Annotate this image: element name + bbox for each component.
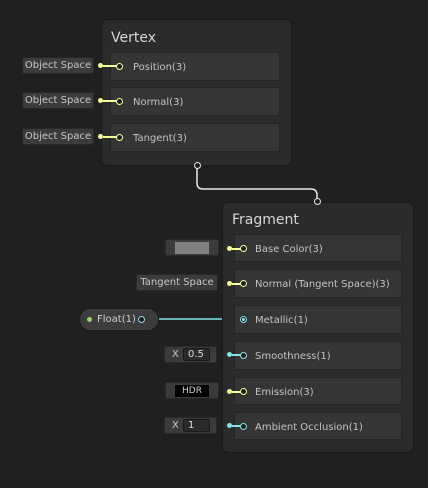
vertex-flow-port[interactable] (194, 162, 201, 169)
ambient-occlusion-port[interactable] (240, 423, 247, 430)
smoothness-field[interactable]: X 0.5 (164, 346, 217, 363)
slot-label: Emission(3) (255, 387, 314, 398)
slot-label: Ambient Occlusion(1) (255, 422, 363, 433)
base-color-port[interactable] (240, 245, 247, 252)
tangent-input-dot (98, 134, 103, 139)
position-input-wire (103, 65, 117, 67)
emission-port[interactable] (240, 388, 247, 395)
vertex-slot-position[interactable]: Position(3) (110, 52, 280, 81)
vertex-node-title: Vertex (111, 30, 157, 46)
normal-input-dot (98, 98, 103, 103)
smoothness-input-dot (227, 352, 232, 357)
tangent-port[interactable] (116, 134, 123, 141)
float-output-port[interactable] (138, 316, 145, 323)
metallic-port-fill (242, 318, 245, 321)
normal-tangent-input-dot (227, 281, 232, 286)
emission-input-wire (232, 391, 241, 393)
tangent-space-dropdown[interactable]: Tangent Space (136, 274, 218, 291)
slot-label: Normal (Tangent Space)(3) (255, 279, 390, 290)
ambient-occlusion-input-dot (227, 423, 232, 428)
float-node-label: Float(1) (97, 314, 136, 325)
normal-input-wire (103, 100, 117, 102)
normal-tangent-port[interactable] (240, 280, 247, 287)
vertex-fragment-wire (196, 166, 318, 204)
fragment-slot-metallic[interactable]: Metallic(1) (234, 305, 402, 334)
smoothness-port[interactable] (240, 352, 247, 359)
fragment-flow-port[interactable] (314, 198, 321, 205)
object-space-dropdown[interactable]: Object Space (22, 57, 94, 74)
hdr-color-swatch[interactable]: HDR (175, 385, 209, 397)
fragment-slot-normal[interactable]: Normal (Tangent Space)(3) (234, 269, 402, 298)
slot-label: Normal(3) (133, 97, 184, 108)
ambient-occlusion-value-input[interactable]: 1 (183, 419, 210, 432)
tangent-input-wire (103, 136, 117, 138)
vertex-slot-tangent[interactable]: Tangent(3) (110, 123, 280, 152)
fragment-slot-emission[interactable]: Emission(3) (234, 377, 402, 405)
base-color-field[interactable] (165, 239, 219, 256)
slot-label: Position(3) (133, 62, 187, 73)
axis-label: X (172, 349, 179, 360)
smoothness-value-input[interactable]: 0.5 (183, 348, 210, 361)
ambient-occlusion-input-wire (232, 425, 241, 427)
normal-port[interactable] (116, 98, 123, 105)
fragment-node-title: Fragment (232, 212, 299, 228)
base-color-input-dot (227, 246, 232, 251)
slot-label: Smoothness(1) (255, 351, 331, 362)
color-swatch[interactable] (175, 242, 209, 254)
fragment-slot-base-color[interactable]: Base Color(3) (234, 234, 402, 262)
emission-input-dot (227, 389, 232, 394)
ambient-occlusion-field[interactable]: X 1 (164, 417, 217, 434)
smoothness-input-wire (232, 354, 241, 356)
slot-label: Base Color(3) (255, 244, 323, 255)
position-input-dot (98, 63, 103, 68)
slot-label: Tangent(3) (133, 133, 187, 144)
axis-label: X (172, 420, 179, 431)
slot-label: Metallic(1) (255, 315, 308, 326)
object-space-dropdown[interactable]: Object Space (22, 128, 94, 145)
float-node[interactable]: Float(1) (79, 308, 159, 331)
fragment-slot-ambient-occlusion[interactable]: Ambient Occlusion(1) (234, 412, 402, 440)
normal-tangent-input-wire (232, 283, 241, 285)
emission-field[interactable]: HDR (165, 382, 219, 399)
position-port[interactable] (116, 63, 123, 70)
vertex-slot-normal[interactable]: Normal(3) (110, 87, 280, 116)
fragment-slot-smoothness[interactable]: Smoothness(1) (234, 341, 402, 370)
float-node-dot (87, 317, 92, 322)
object-space-dropdown[interactable]: Object Space (22, 92, 94, 109)
base-color-input-wire (232, 248, 241, 250)
